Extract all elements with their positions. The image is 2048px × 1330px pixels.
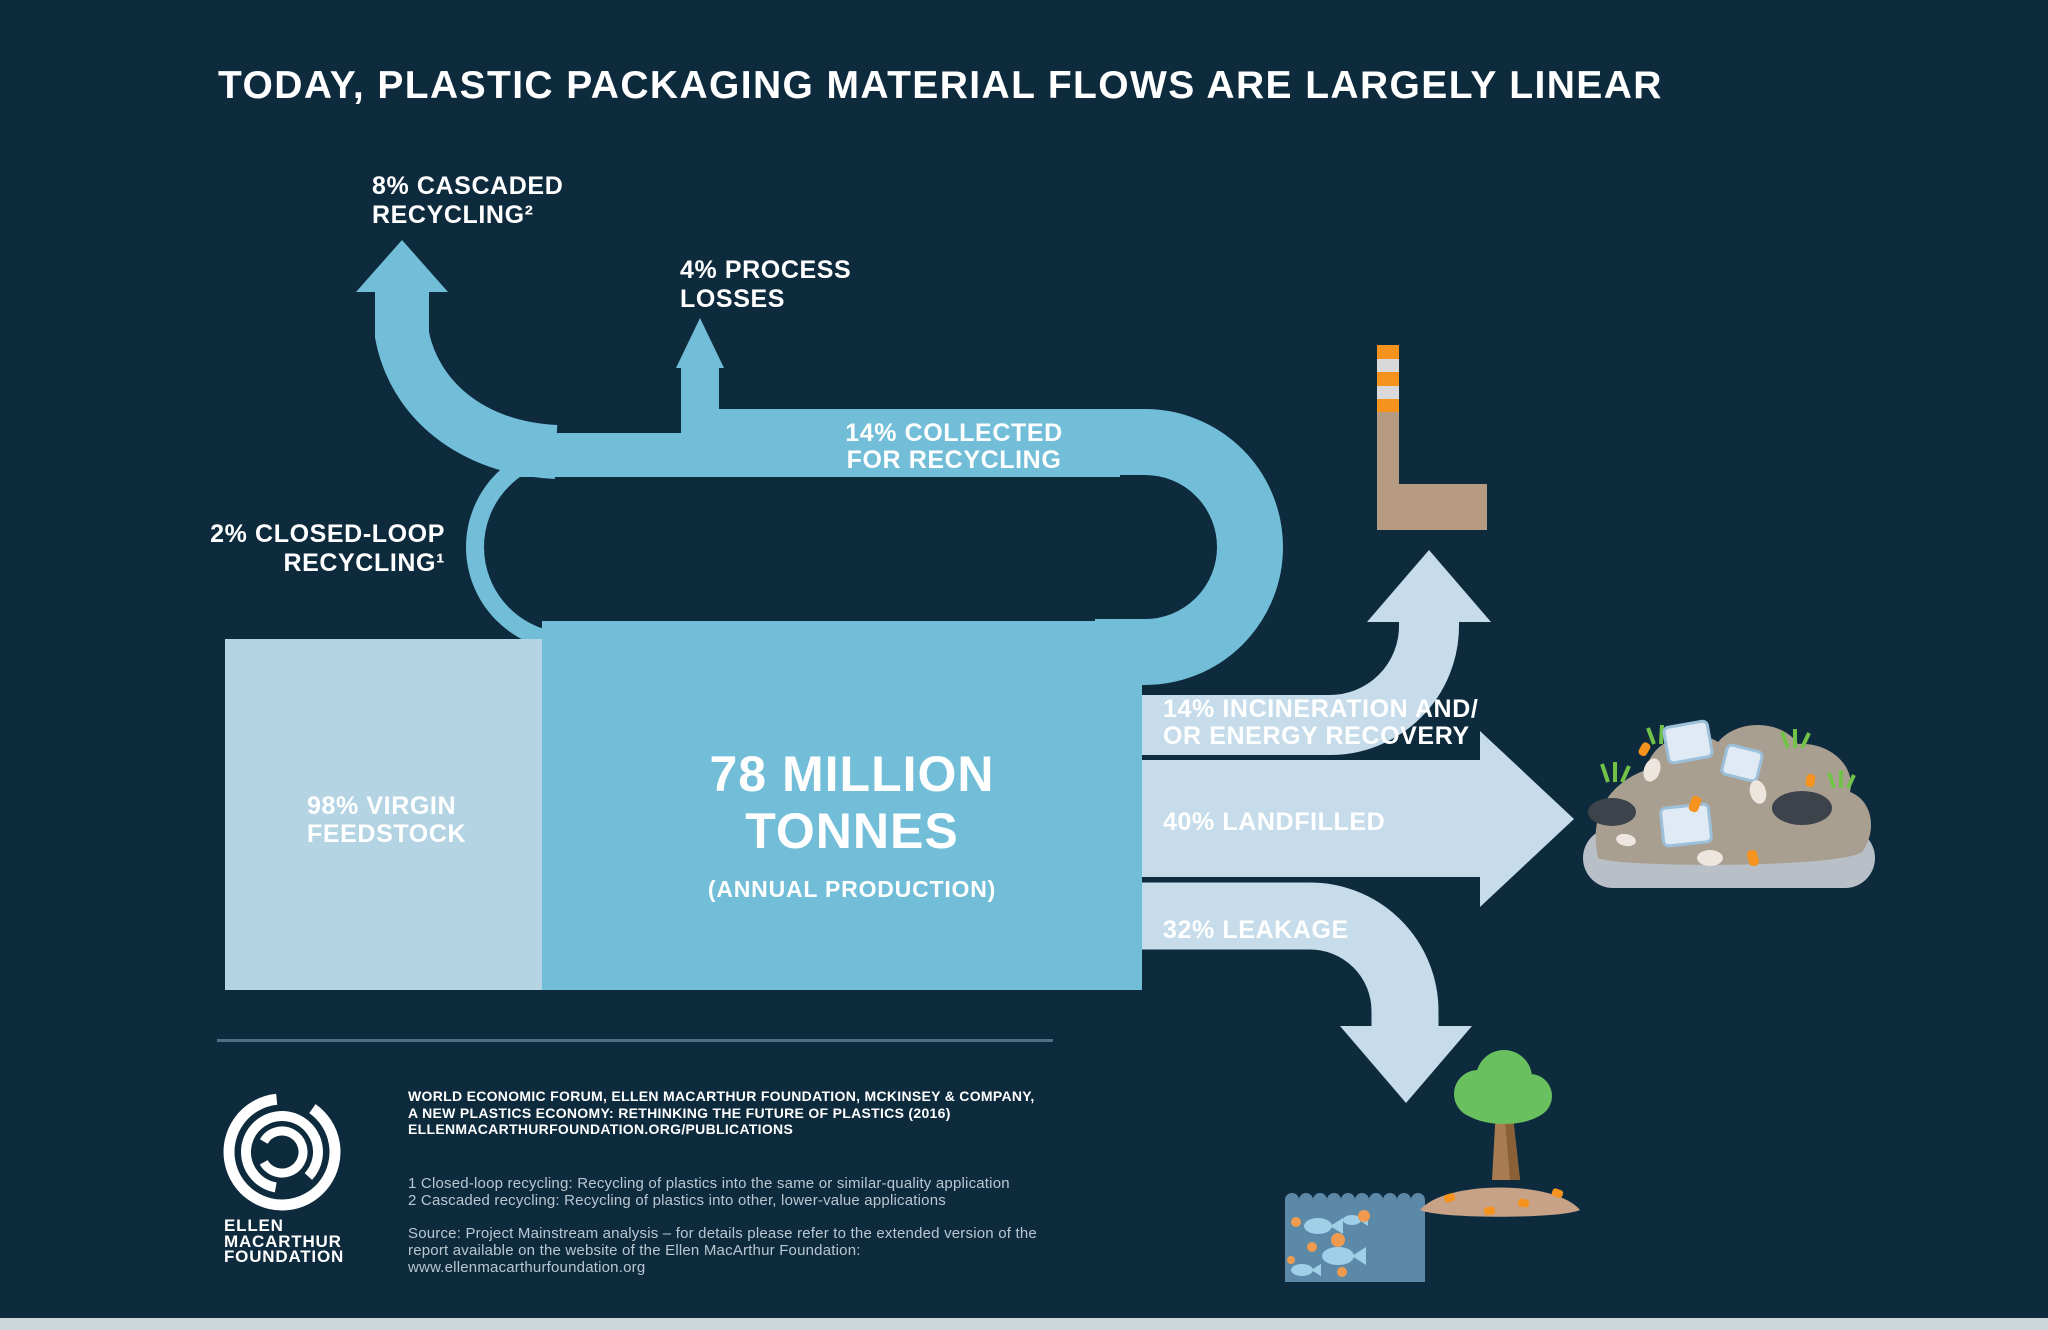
- production-subtitle: (ANNUAL PRODUCTION): [707, 876, 997, 902]
- emf-logo-wordmark: ELLEN MACARTHUR FOUNDATION: [224, 1216, 345, 1266]
- logo-line1: ELLEN: [224, 1216, 284, 1235]
- leakage-band: [1142, 882, 1439, 1030]
- grass-icon: [1600, 724, 1856, 789]
- incinerator-icon: [1377, 345, 1487, 530]
- virgin-line1: 98% VIRGIN: [307, 792, 457, 820]
- right-arrow-icon: [1480, 731, 1574, 907]
- land-debris-icon: [1443, 1188, 1564, 1216]
- down-arrow-icon: [1340, 1026, 1472, 1103]
- emf-logo-icon: [223, 1093, 341, 1211]
- production-flow-shape: [356, 240, 1283, 990]
- virgin-feedstock-box: [225, 639, 542, 990]
- incineration-label: 14% INCINERATION AND/ OR ENERGY RECOVERY: [1163, 696, 1478, 750]
- logo-line2: MACARTHUR: [224, 1231, 342, 1251]
- logo-line3: FOUNDATION: [224, 1247, 345, 1266]
- incineration-line1: 14% INCINERATION AND/: [1163, 695, 1479, 723]
- attribution-line2: A NEW PLASTICS ECONOMY: RETHINKING THE F…: [408, 1104, 951, 1121]
- incineration-band: [1142, 618, 1459, 755]
- attribution-line1: WORLD ECONOMIC FORUM, ELLEN MACARTHUR FO…: [408, 1088, 1035, 1104]
- process-losses-label: 4% PROCESS LOSSES: [680, 256, 851, 314]
- tree-icon: [1420, 1050, 1580, 1217]
- leakage-label: 32% LEAKAGE: [1163, 916, 1349, 944]
- closed-loop-band: [465, 443, 571, 651]
- closedloop-line1: 2% CLOSED-LOOP: [210, 520, 445, 548]
- source-line1: Source: Project Mainstream analysis – fo…: [408, 1225, 1037, 1242]
- virgin-line2: FEEDSTOCK: [307, 820, 467, 848]
- production-line1: 78 MILLION: [709, 746, 995, 802]
- closedloop-line2: RECYCLING¹: [283, 549, 445, 577]
- closed-loop-recycling-label: 2% CLOSED-LOOP RECYCLING¹: [210, 520, 445, 578]
- footnote-2: 2 Cascaded recycling: Recycling of plast…: [408, 1191, 946, 1209]
- process-line1: 4% PROCESS: [680, 256, 852, 284]
- collected-line1: 14% COLLECTED: [845, 419, 1063, 447]
- cascaded-recycling-label: 8% CASCADED RECYCLING²: [372, 172, 563, 230]
- production-label: 78 MILLION TONNES (ANNUAL PRODUCTION): [640, 746, 1064, 902]
- footnotes-text: 1 Closed-loop recycling: Recycling of pl…: [408, 1175, 1010, 1209]
- source-line3: www.ellenmacarthurfoundation.org: [408, 1259, 646, 1276]
- landfill-icon: [1583, 719, 1875, 888]
- footnote-1: 1 Closed-loop recycling: Recycling of pl…: [408, 1175, 1010, 1192]
- cascaded-line2: RECYCLING²: [372, 201, 534, 229]
- ocean-icon: [1285, 1193, 1425, 1282]
- ocean-debris-icon: [1287, 1210, 1370, 1277]
- process-line2: LOSSES: [680, 285, 786, 313]
- collected-for-recycling-label: 14% COLLECTED FOR RECYCLING: [804, 420, 1104, 474]
- output-flows-shape: [1142, 550, 1574, 1103]
- page-title: TODAY, PLASTIC PACKAGING MATERIAL FLOWS …: [218, 64, 1663, 107]
- cascaded-band: [375, 288, 558, 479]
- fish-icon: [1291, 1214, 1368, 1276]
- cascaded-line1: 8% CASCADED: [372, 172, 564, 200]
- virgin-feedstock-label: 98% VIRGIN FEEDSTOCK: [307, 792, 466, 848]
- footer-divider: [217, 1039, 1053, 1042]
- landfill-band: [1142, 760, 1480, 877]
- bottom-strip: [0, 1318, 2048, 1330]
- landfilled-label: 40% LANDFILLED: [1163, 808, 1386, 836]
- cascaded-up-arrow-icon: [356, 240, 448, 292]
- attribution-text: WORLD ECONOMIC FORUM, ELLEN MACARTHUR FO…: [408, 1088, 1035, 1138]
- source-text: Source: Project Mainstream analysis – fo…: [408, 1225, 1037, 1276]
- source-line2: report available on the website of the E…: [408, 1242, 861, 1259]
- process-losses-up-arrow-icon: [676, 318, 724, 368]
- collected-line2: FOR RECYCLING: [846, 446, 1062, 474]
- attribution-line3: ELLENMACARTHURFOUNDATION.ORG/PUBLICATION…: [408, 1121, 794, 1137]
- production-line2: TONNES: [745, 803, 959, 859]
- incineration-line2: OR ENERGY RECOVERY: [1163, 722, 1470, 750]
- up-arrow-icon: [1367, 550, 1491, 622]
